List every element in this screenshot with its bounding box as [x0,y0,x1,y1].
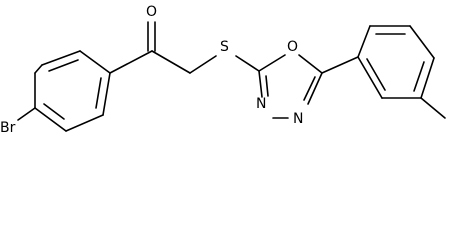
ring-oxygen-label: O [287,39,298,55]
ring-nitrogen-a-label: N [256,96,266,112]
s-ring-bond [235,55,260,72]
sulfur-label: S [220,39,229,55]
ch2-s-bond [189,55,217,74]
bromine-label: Br [0,120,16,136]
ring-nitrogen-b-label: N [293,111,303,127]
molecule-diagram: Br O S O N N [0,4,446,136]
c-br-bond [17,107,36,121]
structure-canvas: Br O S O N N [0,4,446,136]
oxadiazole-ring [258,54,323,119]
bromophenyl-ring [34,50,111,132]
carbonyl-oxygen-label: O [146,4,157,20]
ring-carbonyl-bond [109,50,153,74]
ring-ring-bond [321,56,359,74]
methyl-bond [420,97,446,119]
carbonyl-double-bond [147,21,156,52]
tolyl-ring [357,25,435,99]
carbonyl-ch2-bond [151,50,191,74]
